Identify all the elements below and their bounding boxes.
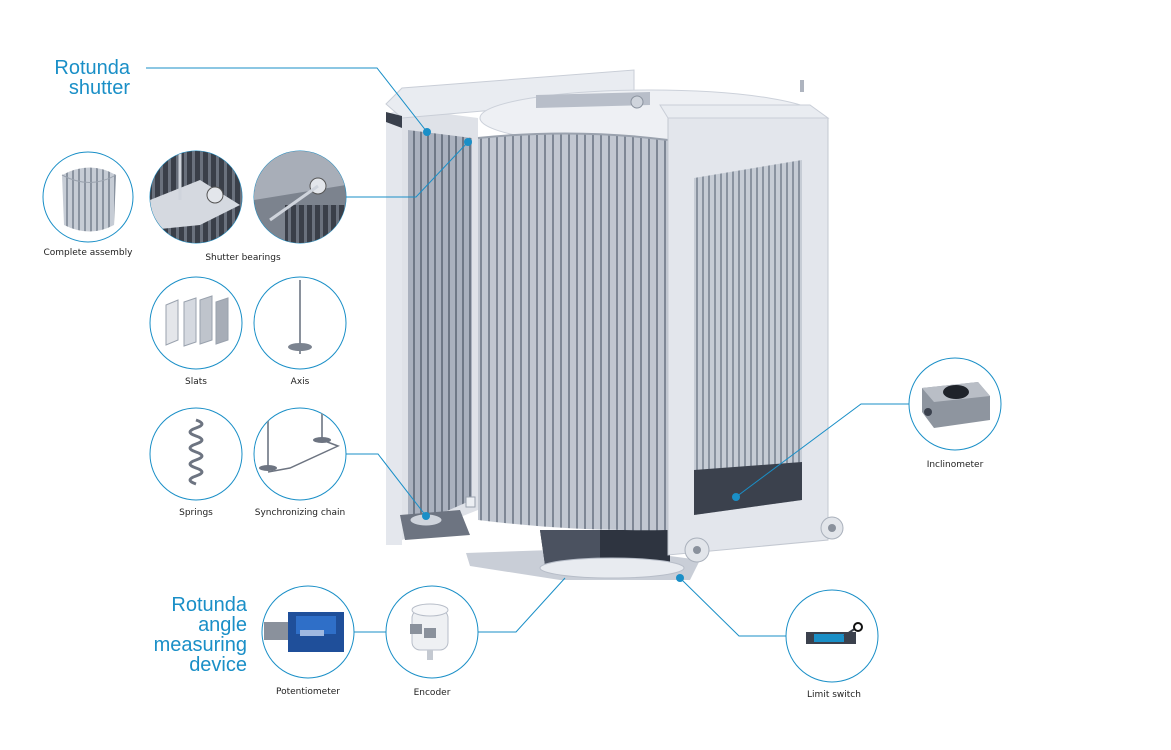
caption-springs: Springs bbox=[179, 508, 213, 518]
bearing-2-slats bbox=[285, 205, 345, 243]
slat-1 bbox=[165, 299, 179, 346]
inclinometer-thumbnail bbox=[908, 357, 1002, 451]
rotunda-unit bbox=[385, 69, 844, 580]
caption-inclinometer: Inclinometer bbox=[926, 460, 984, 470]
callout-dot-inclinometer bbox=[732, 493, 740, 501]
assembly-drum-icon bbox=[62, 167, 116, 232]
potentiometer-label bbox=[300, 630, 324, 636]
potentiometer-shaft bbox=[264, 622, 288, 640]
chain-disc-left bbox=[259, 465, 277, 471]
top-bracket bbox=[536, 92, 650, 108]
top-lid-gasket bbox=[386, 112, 402, 128]
limit-switch-face bbox=[814, 634, 844, 642]
device-title-line-3: measuring bbox=[153, 634, 247, 656]
callout-dot-chain bbox=[422, 512, 430, 520]
limit-switch-roller bbox=[853, 622, 863, 632]
caption-shutter-bearings: Shutter bearings bbox=[205, 253, 281, 263]
shutter-bearing-thumbnail-2 bbox=[253, 150, 347, 244]
shutter-bearing-thumbnail-1 bbox=[149, 150, 243, 244]
slats-thumbnail bbox=[149, 276, 243, 370]
rotation-base-highlight bbox=[540, 530, 600, 565]
drum-top-edge bbox=[477, 132, 669, 141]
rotunda-shutter-title: Rotunda shutter bbox=[40, 58, 130, 98]
callout-dot-limit-switch bbox=[676, 574, 684, 582]
housing-right-slats bbox=[694, 160, 802, 515]
caption-encoder: Encoder bbox=[413, 688, 451, 698]
callout-lines bbox=[146, 67, 909, 637]
top-lid-right bbox=[659, 104, 830, 119]
callout-line-shutter bbox=[146, 67, 428, 133]
potentiometer-thumbnail bbox=[261, 585, 355, 679]
complete-assembly-thumbnail bbox=[42, 151, 134, 243]
foot-right-hole bbox=[828, 524, 836, 532]
drum-front bbox=[478, 133, 668, 531]
device-title-line-1: Rotunda bbox=[171, 594, 247, 616]
caption-limit-switch: Limit switch bbox=[807, 690, 861, 700]
caption-axis: Axis bbox=[290, 377, 310, 387]
callout-dot-bearings bbox=[464, 138, 472, 146]
caption-synchronizing-chain: Synchronizing chain bbox=[254, 508, 346, 518]
slat-4 bbox=[215, 297, 229, 345]
springs-thumbnail bbox=[149, 407, 243, 501]
device-title-line-2: angle bbox=[198, 614, 247, 636]
encoder-shaft bbox=[427, 650, 433, 660]
axis-disc bbox=[288, 343, 312, 351]
bearing-2-arm bbox=[269, 184, 319, 222]
callout-dots bbox=[422, 128, 740, 582]
lower-post bbox=[465, 496, 476, 508]
housing-left-edge bbox=[386, 108, 402, 545]
top-pivot bbox=[630, 95, 644, 109]
limit-switch-thumbnail bbox=[785, 589, 879, 683]
housing-left-slats bbox=[408, 130, 472, 528]
assembly-drum-rim bbox=[61, 174, 117, 183]
rotunda-shutter-title-line-2: shutter bbox=[68, 77, 130, 99]
rotunda-angle-device-title: Rotunda angle measuring device bbox=[140, 595, 247, 675]
callout-line-limit-switch bbox=[679, 577, 786, 637]
encoder-connector-2 bbox=[424, 628, 436, 638]
chain-link bbox=[267, 439, 340, 473]
callout-dot-shutter bbox=[423, 128, 431, 136]
spring-coil bbox=[188, 418, 204, 486]
callout-line-bearings bbox=[346, 141, 469, 198]
caption-complete-assembly: Complete assembly bbox=[43, 248, 133, 258]
potentiometer-top bbox=[296, 616, 336, 634]
base-ring bbox=[539, 557, 685, 579]
rotunda-shutter-title-line-1: Rotunda bbox=[54, 57, 130, 79]
callout-line-chain bbox=[346, 453, 427, 517]
inclinometer-port bbox=[943, 385, 969, 399]
callout-line-inclinometer bbox=[735, 403, 909, 498]
encoder-thumbnail bbox=[385, 585, 479, 679]
springs-circle bbox=[149, 407, 243, 501]
caption-slats: Slats bbox=[185, 377, 207, 387]
bearing-1-wheel bbox=[206, 186, 224, 204]
slat-2 bbox=[183, 297, 197, 347]
top-lug-right bbox=[800, 80, 804, 92]
chain-thumbnail bbox=[253, 407, 347, 501]
device-title-line-4: device bbox=[189, 654, 247, 676]
inclinometer-connector bbox=[924, 408, 932, 416]
callout-line-encoder bbox=[478, 577, 566, 633]
encoder-cap bbox=[411, 603, 449, 617]
foot-left-hole bbox=[693, 546, 701, 554]
encoder-connector-1 bbox=[410, 624, 422, 634]
caption-potentiometer: Potentiometer bbox=[276, 687, 340, 697]
slat-3 bbox=[199, 295, 213, 345]
axis-thumbnail bbox=[253, 276, 347, 370]
